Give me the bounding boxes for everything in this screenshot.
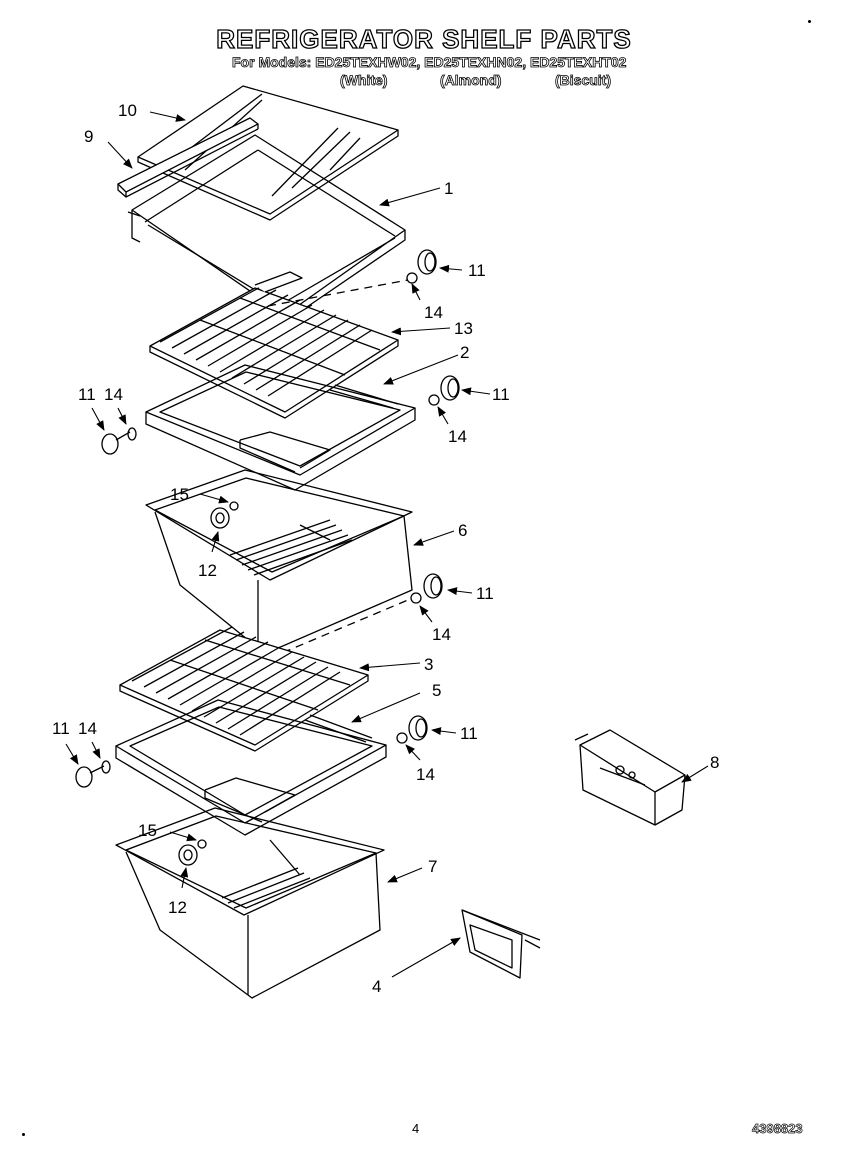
callout-3: 3 bbox=[424, 655, 433, 674]
callout-11: 11 bbox=[476, 584, 494, 603]
callout-13: 13 bbox=[454, 319, 473, 338]
wire-shelf-part-3 bbox=[119, 626, 369, 752]
callout-6: 6 bbox=[458, 521, 467, 540]
models-line: For Models: ED25TEXHW02, ED25TEXHN02, ED… bbox=[232, 54, 627, 71]
color-biscuit: (Biscuit) bbox=[555, 72, 612, 89]
callout-14: 14 bbox=[104, 385, 123, 404]
color-almond: (Almond) bbox=[440, 72, 502, 89]
models-prefix: For Models: bbox=[232, 54, 312, 71]
page-number: 4 bbox=[412, 1121, 420, 1136]
callout-8: 8 bbox=[710, 753, 719, 772]
screw-part-14 bbox=[406, 272, 418, 284]
callout-14: 14 bbox=[432, 625, 451, 644]
callout-15: 15 bbox=[138, 821, 157, 840]
screw-part-15 bbox=[229, 501, 239, 511]
callout-labels: 10 9 1 11 14 13 2 11 14 11 14 15 6 12 11… bbox=[52, 101, 719, 996]
callout-9: 9 bbox=[84, 127, 93, 146]
roller-part-11 bbox=[440, 375, 460, 401]
leader-lines bbox=[65, 111, 709, 978]
wheel-part-12 bbox=[210, 507, 230, 529]
callout-11: 11 bbox=[78, 385, 96, 404]
callout-11: 11 bbox=[492, 385, 510, 404]
screw-part-14 bbox=[410, 592, 422, 604]
crisper-drawer-part-7 bbox=[115, 807, 385, 999]
corner-mark bbox=[808, 20, 811, 23]
callout-4: 4 bbox=[372, 977, 381, 996]
wheel-part-12 bbox=[178, 844, 198, 866]
roller-part-11 bbox=[75, 760, 111, 788]
models-list: ED25TEXHW02, ED25TEXHN02, ED25TEXHT02 bbox=[315, 54, 627, 71]
callout-12: 12 bbox=[168, 898, 187, 917]
callout-14: 14 bbox=[78, 719, 97, 738]
callout-1: 1 bbox=[444, 179, 453, 198]
callout-11: 11 bbox=[52, 719, 70, 738]
roller-part-11 bbox=[423, 573, 443, 599]
crisper-cover-frame-part-5 bbox=[115, 699, 387, 836]
callout-2: 2 bbox=[460, 343, 469, 362]
screw-part-14 bbox=[428, 394, 440, 406]
screw-part-14 bbox=[396, 732, 408, 744]
callout-7: 7 bbox=[428, 857, 437, 876]
shelf-trim-part-9 bbox=[117, 117, 259, 198]
glass-shelf-part-10 bbox=[137, 85, 399, 221]
roller-part-11 bbox=[417, 249, 437, 275]
callout-14: 14 bbox=[416, 765, 435, 784]
corner-mark bbox=[22, 1133, 25, 1136]
callout-11: 11 bbox=[468, 261, 486, 280]
label-holder-part-4 bbox=[461, 909, 541, 979]
roller-part-11 bbox=[101, 427, 137, 455]
callout-14: 14 bbox=[424, 303, 443, 322]
callout-14: 14 bbox=[448, 427, 467, 446]
callout-12: 12 bbox=[198, 561, 217, 580]
callout-11: 11 bbox=[460, 724, 478, 743]
wire-shelf-part-13 bbox=[149, 271, 399, 419]
callout-10: 10 bbox=[118, 101, 137, 120]
page-title: REFRIGERATOR SHELF PARTS bbox=[216, 23, 632, 54]
color-white: (White) bbox=[340, 72, 388, 89]
callout-15: 15 bbox=[170, 485, 189, 504]
screw-part-15 bbox=[197, 839, 207, 849]
callout-5: 5 bbox=[432, 681, 441, 700]
storage-bin-part-8 bbox=[574, 729, 686, 826]
document-number: 4398823 bbox=[752, 1121, 803, 1137]
roller-part-11 bbox=[408, 715, 428, 741]
